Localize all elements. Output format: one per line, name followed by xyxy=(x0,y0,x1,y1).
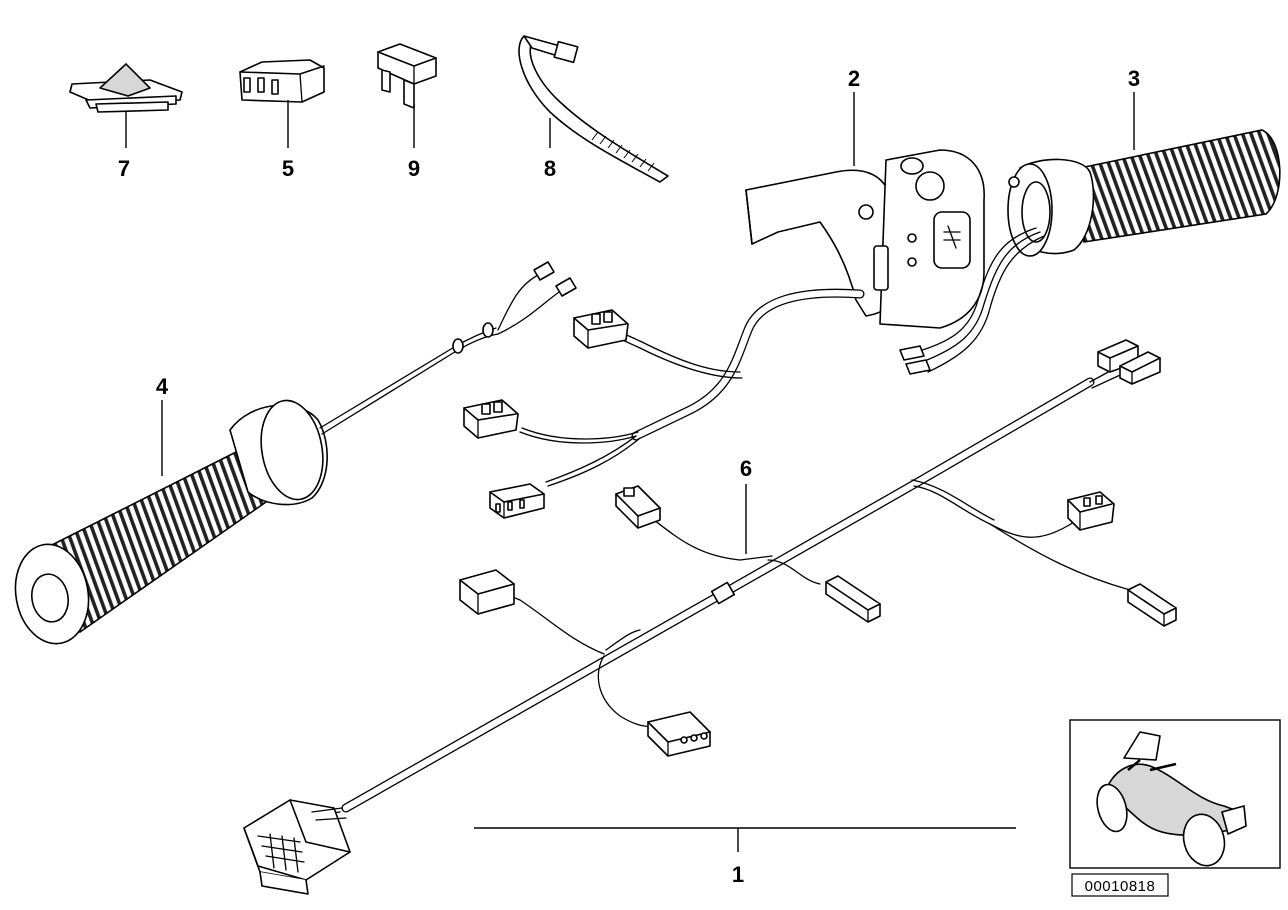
connector-harness-mid-right xyxy=(825,575,881,623)
callout-7: 7 xyxy=(118,156,130,181)
grip-left-part-4 xyxy=(14,261,577,645)
callout-3: 3 xyxy=(1128,66,1140,91)
callout-9: 9 xyxy=(408,156,420,181)
connector-harness-right-a xyxy=(1067,491,1115,531)
grip-right-part-3 xyxy=(899,129,1281,375)
callout-1: 1 xyxy=(732,862,744,887)
switch-cable xyxy=(519,288,865,487)
connector-harness-top-b xyxy=(1119,351,1161,385)
bracket-part-1 xyxy=(474,827,1016,852)
connector-harness-left xyxy=(459,569,515,615)
location-inset xyxy=(1069,719,1281,869)
connector-switch-b xyxy=(463,399,519,439)
callout-4: 4 xyxy=(156,374,169,399)
connector-switch-c xyxy=(489,483,545,519)
clip-part-7 xyxy=(69,63,183,113)
cable-tie-part-8 xyxy=(518,35,669,183)
wiring-harness-part-6 xyxy=(311,361,1131,821)
connector-harness-bottom xyxy=(647,711,711,757)
reference-number: 00010818 xyxy=(1085,878,1156,895)
connector-main-multipin xyxy=(243,799,351,895)
fuse-part-9 xyxy=(377,43,437,109)
reference-box xyxy=(1071,873,1169,897)
connector-switch-a xyxy=(573,309,629,349)
callout-6: 6 xyxy=(740,456,752,481)
switch-assembly-part-2 xyxy=(745,149,985,329)
callout-2: 2 xyxy=(848,66,860,91)
callout-8: 8 xyxy=(544,156,556,181)
callout-5: 5 xyxy=(282,156,294,181)
connector-harness-mid-left xyxy=(615,485,661,529)
connector-part-5 xyxy=(239,59,325,103)
connector-harness-right-b xyxy=(1127,583,1177,627)
